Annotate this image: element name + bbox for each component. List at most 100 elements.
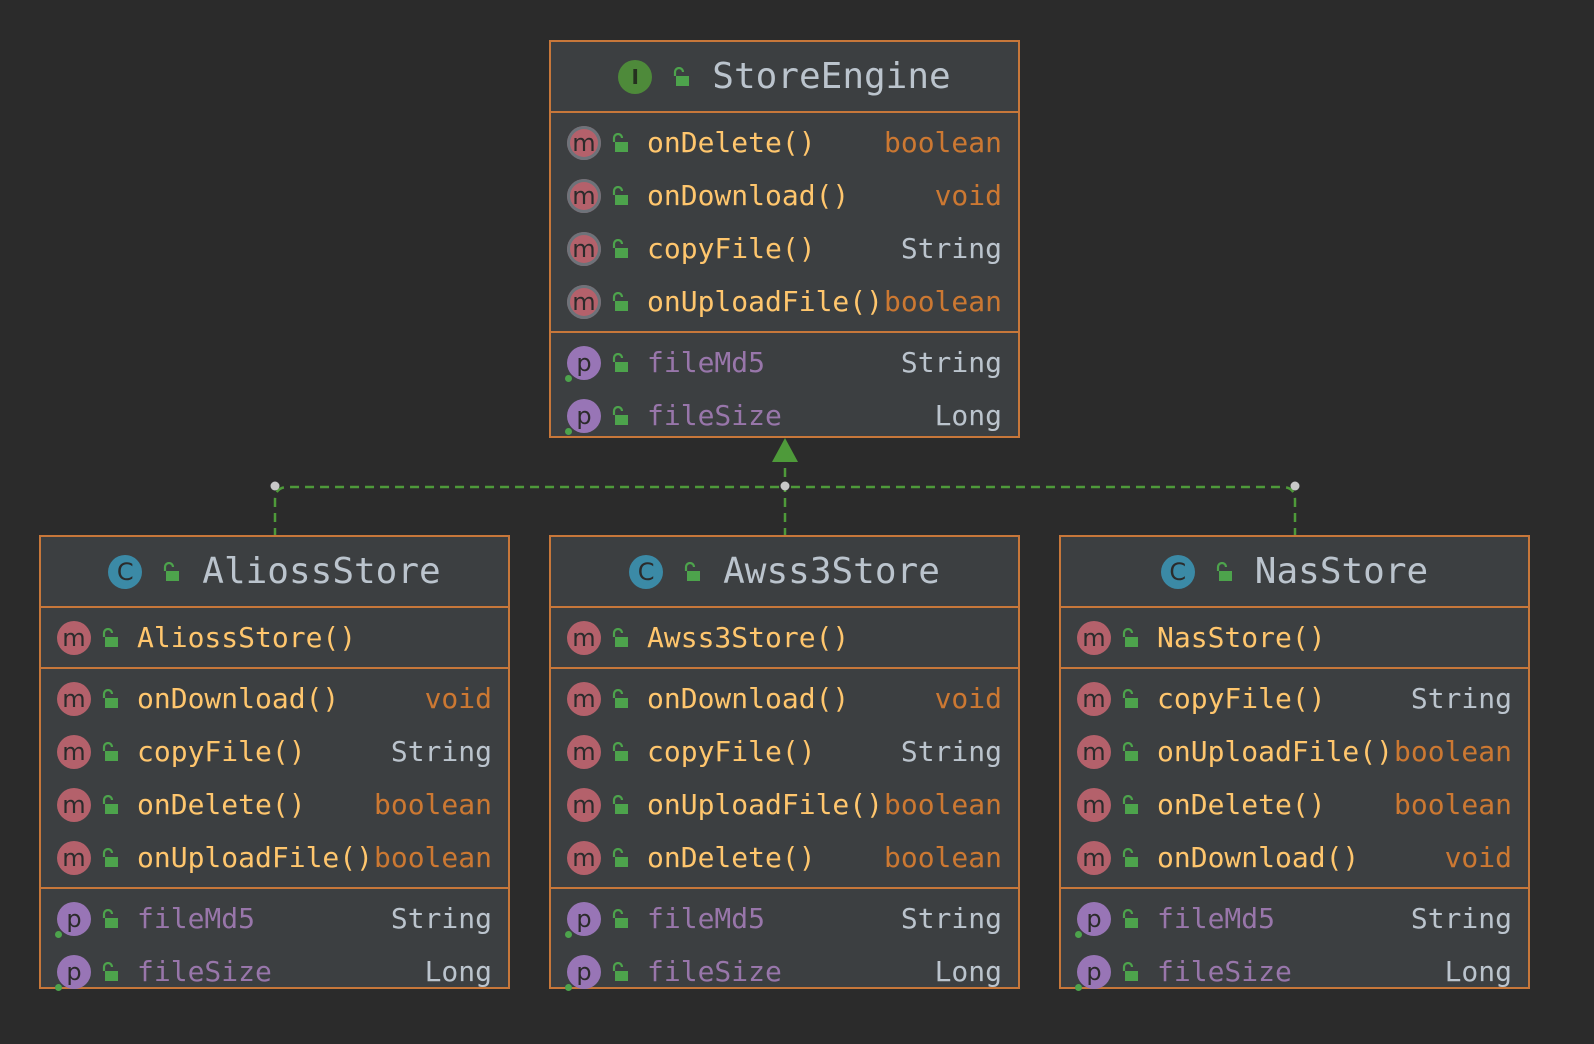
return-type: String [1410, 682, 1512, 715]
class-name: Awss3Store [723, 551, 940, 592]
public-lock-icon [1122, 847, 1138, 867]
edge-aliossstore [273, 485, 780, 537]
return-type: String [390, 735, 492, 768]
method-icon: m [567, 840, 601, 875]
method-name: onDelete() [1157, 788, 1326, 821]
return-type: boolean [373, 788, 492, 821]
method-name: onUploadFile() [647, 285, 884, 318]
return-type: boolean [883, 788, 1002, 821]
method-name: onDownload() [647, 179, 850, 212]
implements-arrowhead [772, 438, 798, 462]
public-lock-icon [102, 688, 118, 708]
public-lock-icon [1122, 627, 1138, 647]
method-icon: m [57, 681, 91, 716]
method-icon: m [1077, 681, 1111, 716]
method-row[interactable]: m onUploadFile()boolean [551, 275, 1018, 328]
property-name: fileMd5 [1157, 902, 1276, 935]
return-type: void [1444, 841, 1512, 874]
return-type: Long [1444, 955, 1512, 988]
public-lock-icon [1122, 961, 1138, 981]
public-lock-icon [612, 961, 628, 981]
method-icon: m [567, 178, 601, 213]
method-icon: m [57, 734, 91, 769]
return-type: String [900, 346, 1002, 379]
method-icon: m [1077, 734, 1111, 769]
method-name: copyFile() [137, 735, 306, 768]
return-type: String [900, 232, 1002, 265]
return-type: Long [934, 955, 1002, 988]
property-icon: p [565, 954, 601, 991]
method-row[interactable]: m copyFile() String [41, 725, 508, 778]
edge-dot-awss3store [780, 481, 790, 491]
property-name: fileSize [1157, 955, 1292, 988]
return-type: String [390, 902, 492, 935]
property-icon: p [55, 901, 91, 938]
return-type: boolean [883, 285, 1002, 318]
method-name: onDelete() [647, 126, 816, 159]
method-name: onUploadFile() [137, 841, 374, 874]
method-name: Awss3Store() [647, 621, 850, 654]
method-name: onDownload() [647, 682, 850, 715]
method-icon: m [567, 231, 601, 266]
public-lock-icon [102, 847, 118, 867]
class-name: AliossStore [202, 551, 441, 592]
public-lock-icon [1122, 908, 1138, 928]
public-lock-icon [102, 741, 118, 761]
method-icon: m [567, 284, 601, 319]
public-lock-icon [612, 908, 628, 928]
return-type: boolean [373, 841, 492, 874]
method-name: copyFile() [647, 735, 816, 768]
public-lock-icon [1122, 794, 1138, 814]
return-type: String [900, 902, 1002, 935]
return-type: Long [424, 955, 492, 988]
method-icon: m [567, 681, 601, 716]
public-lock-icon [612, 352, 628, 372]
class-icon: C [1160, 554, 1195, 589]
public-lock-icon [102, 961, 118, 981]
property-name: fileMd5 [647, 346, 766, 379]
method-name: onUploadFile() [647, 788, 884, 821]
return-type: boolean [1393, 788, 1512, 821]
public-lock-icon [102, 794, 118, 814]
return-type: Long [934, 399, 1002, 432]
edge-dot-aliossstore [270, 481, 280, 491]
public-lock-icon [102, 627, 118, 647]
